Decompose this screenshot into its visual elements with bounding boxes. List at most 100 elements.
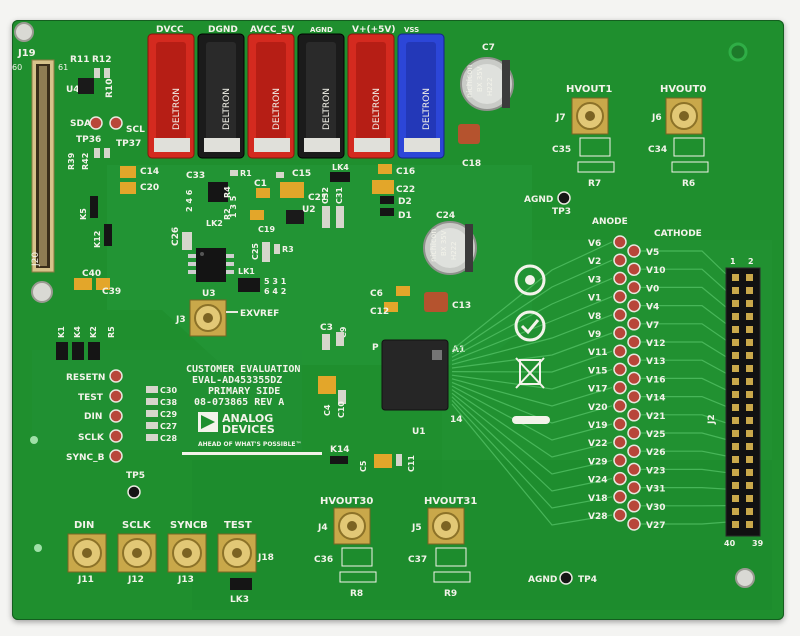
anode-test-point[interactable] [613,235,627,249]
title-line3: PRIMARY SIDE [208,386,280,397]
label-c6: C6 [370,289,383,299]
j2-pin [746,339,753,346]
j2-pin [746,287,753,294]
label-c21: C21 [308,193,327,203]
label-agnd-post: AGND [310,26,333,34]
label-a1: A1 [452,345,465,355]
brand-post-1: DELTRON [172,88,182,130]
j2-pin [746,430,753,437]
label-j2-40: 40 [724,539,736,548]
j2-pin [746,469,753,476]
anode-test-point[interactable] [613,453,627,468]
j2-pin [732,443,739,450]
sma-j3 [189,299,227,337]
anode-test-point[interactable] [613,308,627,322]
label-tp4: TP4 [578,575,597,585]
pin-label-right: V13 [646,357,666,367]
cathode-test-point[interactable] [627,517,641,531]
cathode-test-point[interactable] [627,298,641,313]
label-hvout1: HVOUT1 [566,84,612,95]
cathode-test-point[interactable] [627,499,641,513]
cathode-test-point[interactable] [627,262,641,276]
cathode-test-point[interactable] [627,244,641,258]
label-sync-b: SYNC_B [66,453,105,463]
binding-posts [147,33,445,159]
label-r2: R2 [223,208,232,220]
compliance-icons [512,264,550,424]
cathode-test-point[interactable] [627,280,641,295]
pin-label-left: V17 [588,385,608,395]
cathode-test-point[interactable] [627,317,641,331]
label-avcc: AVCC_5V [250,25,294,35]
anode-test-point[interactable] [613,344,627,358]
cathode-test-point[interactable] [627,371,641,386]
anode-test-point[interactable] [613,362,627,377]
mounting-holes [14,22,755,588]
label-c7: C7 [482,43,495,53]
j2-pin [746,300,753,307]
brand-post-5: DELTRON [372,88,382,130]
pin-label-left: V20 [588,403,608,413]
j2-pin [746,326,753,333]
j2-pin [732,430,739,437]
label-tp5: TP5 [126,471,145,481]
label-j4: J4 [317,523,328,533]
label-sma-test: TEST [224,520,252,531]
cathode-test-point[interactable] [627,444,641,458]
connector-j2 [725,267,761,537]
cathode-test-point[interactable] [627,408,641,422]
pin-label-left: V3 [588,275,601,285]
brand-post-3: DELTRON [272,88,282,130]
j2-pin [732,482,739,489]
anode-test-point[interactable] [613,471,627,486]
anode-test-point[interactable] [613,508,627,522]
anode-test-point[interactable] [613,289,627,304]
anode-test-point[interactable] [613,399,627,413]
label-cathode: CATHODE [654,229,702,239]
label-u4: U4 [66,85,80,95]
cathode-test-point[interactable] [627,389,641,404]
j2-pin [746,274,753,281]
anode-test-point[interactable] [613,435,627,449]
pin-label-left: V18 [588,494,608,504]
label-j11: J11 [77,575,94,585]
label-tp3: TP3 [552,207,571,217]
anode-test-point[interactable] [613,326,627,340]
label-c15: C15 [292,169,311,179]
anode-test-point[interactable] [613,271,627,286]
cathode-test-point[interactable] [627,353,641,367]
label-c19: C19 [258,225,275,234]
pin-label-right: V12 [646,339,666,349]
cathode-test-point[interactable] [627,480,641,495]
label-lk1: LK1 [238,267,255,276]
title-line1: CUSTOMER EVALUATION [186,364,300,375]
pin-label-left: V24 [588,476,608,486]
sma-j7-j6 [571,97,703,135]
pin-label-right: V5 [646,248,659,258]
j2-pin [732,300,739,307]
cathode-test-point[interactable] [627,462,641,477]
label-c31: C31 [335,187,344,204]
j2-pin [746,521,753,528]
label-lk3: LK3 [230,595,249,605]
label-c28: C28 [160,434,177,443]
anode-test-point[interactable] [613,253,627,267]
label-61: 61 [58,63,68,72]
label-c11: C11 [407,455,416,472]
j2-pin [732,508,739,515]
label-j2-2: 2 [748,257,754,266]
label-k14: K14 [330,445,350,455]
anode-test-point[interactable] [613,380,627,395]
jumper-header-k [56,342,100,360]
label-j13: J13 [177,575,194,585]
pin-label-right: V26 [646,448,666,458]
j2-pin [732,495,739,502]
label-c29: C29 [160,410,177,419]
anode-test-point[interactable] [613,417,627,431]
cathode-test-point[interactable] [627,426,641,440]
label-c12: C12 [370,307,389,317]
label-r3: R3 [282,245,294,254]
anode-test-point[interactable] [613,490,627,504]
j2-pin [746,508,753,515]
cathode-test-point[interactable] [627,335,641,349]
